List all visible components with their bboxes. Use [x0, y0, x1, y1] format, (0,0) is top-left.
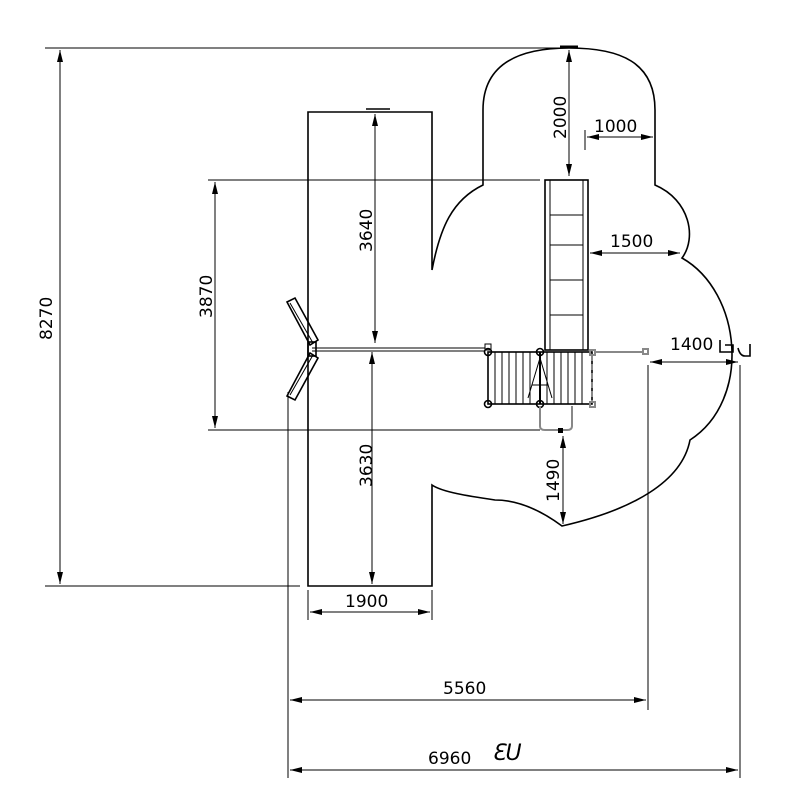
dim-slide-side: 1000: [594, 117, 637, 137]
dim-upper-length: 3640: [357, 209, 377, 252]
dim-area-height: 3870: [197, 275, 217, 318]
dim-lower-length: 3630: [357, 444, 377, 487]
dim-total-width: 6960: [428, 749, 471, 769]
swing-a-frame: [285, 296, 320, 402]
dimension-lines: [57, 50, 738, 773]
safety-zone-outline: [307, 47, 733, 587]
unit-mark: ƐU: [492, 741, 522, 766]
slide: [544, 179, 589, 351]
dim-slide-right: 1500: [610, 232, 653, 252]
swing-beam: [307, 341, 485, 357]
dim-total-height: 8270: [37, 297, 57, 340]
dim-partial-width: 5560: [443, 679, 486, 699]
symbol-mark-icon: [719, 340, 751, 357]
extension-lines: [45, 47, 741, 778]
play-structure: [285, 179, 649, 433]
deck: [483, 343, 649, 433]
dim-swing-width: 1900: [345, 592, 388, 612]
dim-deck-right: 1400: [670, 335, 713, 355]
dim-deck-bottom: 1490: [544, 459, 564, 502]
dim-slide-top: 2000: [551, 96, 571, 139]
